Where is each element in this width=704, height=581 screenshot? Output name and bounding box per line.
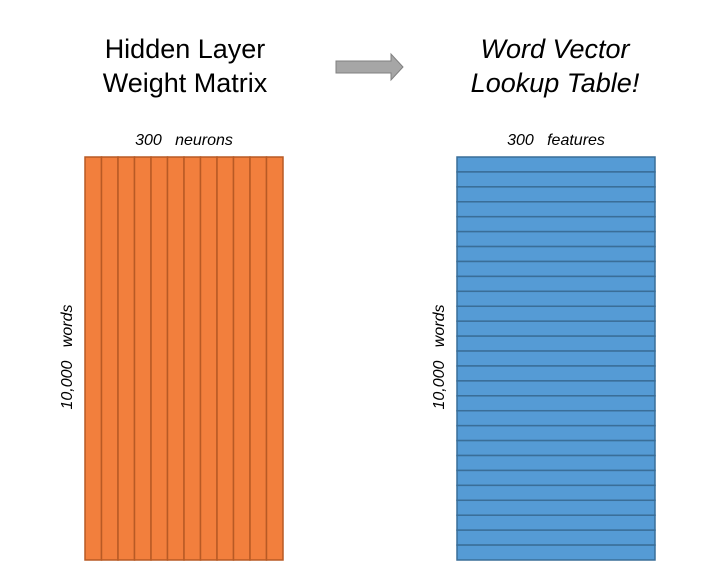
left-top-label: 300 neurons: [135, 132, 233, 149]
right-arrow-icon: [335, 52, 404, 82]
right-title-line1: Word Vector: [480, 34, 630, 64]
word-row: [456, 439, 656, 457]
neuron-column: [117, 156, 136, 561]
word-row: [456, 380, 656, 397]
neuron-column: [199, 156, 218, 561]
neuron-column: [232, 156, 251, 561]
word-row: [456, 186, 656, 203]
left-title: Hidden Layer Weight Matrix: [60, 32, 310, 100]
word-row: [456, 305, 656, 322]
word-row: [456, 290, 656, 308]
neuron-column: [100, 156, 119, 561]
right-top-label: 300 features: [507, 132, 605, 149]
word-row: [456, 484, 656, 502]
neuron-column: [133, 156, 152, 561]
word-row: [456, 469, 656, 487]
neuron-column: [84, 156, 103, 561]
right-title-line2: Lookup Table!: [470, 68, 640, 98]
word-row: [456, 320, 656, 337]
word-row: [456, 275, 656, 293]
right-side-label: 10,000 words: [431, 304, 448, 410]
neuron-column: [183, 156, 202, 561]
right-title: Word Vector Lookup Table!: [430, 32, 680, 100]
neuron-column: [249, 156, 268, 561]
lookup-table: [456, 156, 656, 561]
word-row: [456, 245, 656, 263]
word-row: [456, 156, 656, 173]
word-row: [456, 514, 656, 531]
word-row: [456, 215, 656, 233]
neuron-column: [265, 156, 284, 561]
word-row: [456, 544, 656, 561]
word-row: [456, 335, 656, 352]
word-row: [456, 350, 656, 367]
weight-matrix: [84, 156, 284, 561]
word-row: [456, 395, 656, 412]
left-title-line2: Weight Matrix: [102, 68, 268, 98]
word-row: [456, 201, 656, 218]
word-row: [456, 260, 656, 278]
word-row: [456, 424, 656, 442]
left-side-label: 10,000 words: [59, 304, 76, 410]
word-row: [456, 230, 656, 248]
word-row: [456, 454, 656, 472]
word-row: [456, 409, 656, 427]
word-row: [456, 365, 656, 382]
word-row: [456, 171, 656, 188]
neuron-column: [166, 156, 185, 561]
word-row: [456, 529, 656, 546]
neuron-column: [216, 156, 235, 561]
neuron-column: [150, 156, 169, 561]
left-title-line1: Hidden Layer: [104, 34, 266, 64]
word-row: [456, 499, 656, 516]
